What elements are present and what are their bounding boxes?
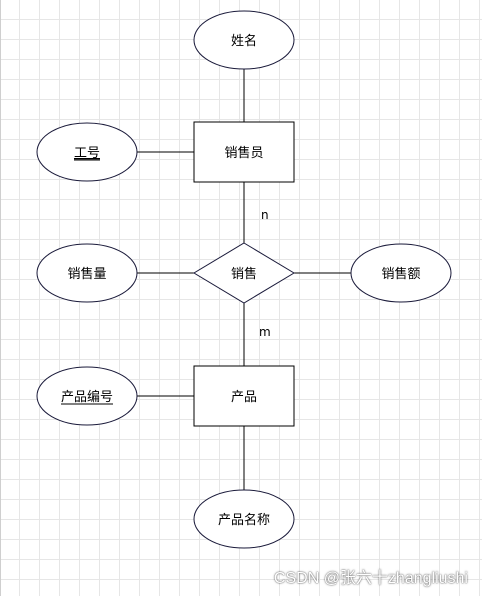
entity-product-label: 产品 <box>231 390 257 405</box>
cardinality-n: n <box>261 208 269 222</box>
relationship-sale[interactable]: 销售 <box>193 242 295 304</box>
relationship-sale-label: 销售 <box>231 266 257 282</box>
attribute-name-label: 姓名 <box>231 33 257 49</box>
attribute-sales-amount-label: 销售额 <box>381 266 420 282</box>
csdn-watermark: CSDN @张六十zhangliushi <box>273 570 468 587</box>
entity-salesperson-label: 销售员 <box>224 145 263 161</box>
attribute-product-name-label: 产品名称 <box>218 512 270 528</box>
attribute-sales-amount[interactable]: 销售额 <box>350 243 452 303</box>
attribute-employee-id[interactable]: 工号 <box>36 122 138 182</box>
attribute-product-id-label: 产品编号 <box>61 390 113 405</box>
attribute-product-id[interactable]: 产品编号 <box>36 366 138 426</box>
attribute-employee-id-label: 工号 <box>74 146 100 161</box>
attribute-product-name[interactable]: 产品名称 <box>193 489 295 549</box>
cardinality-m: m <box>259 325 271 339</box>
attribute-sales-volume[interactable]: 销售量 <box>36 243 138 303</box>
attribute-sales-volume-label: 销售量 <box>67 266 106 282</box>
attribute-name[interactable]: 姓名 <box>193 10 295 70</box>
entity-product[interactable]: 产品 <box>193 365 295 427</box>
entity-salesperson[interactable]: 销售员 <box>193 121 295 183</box>
